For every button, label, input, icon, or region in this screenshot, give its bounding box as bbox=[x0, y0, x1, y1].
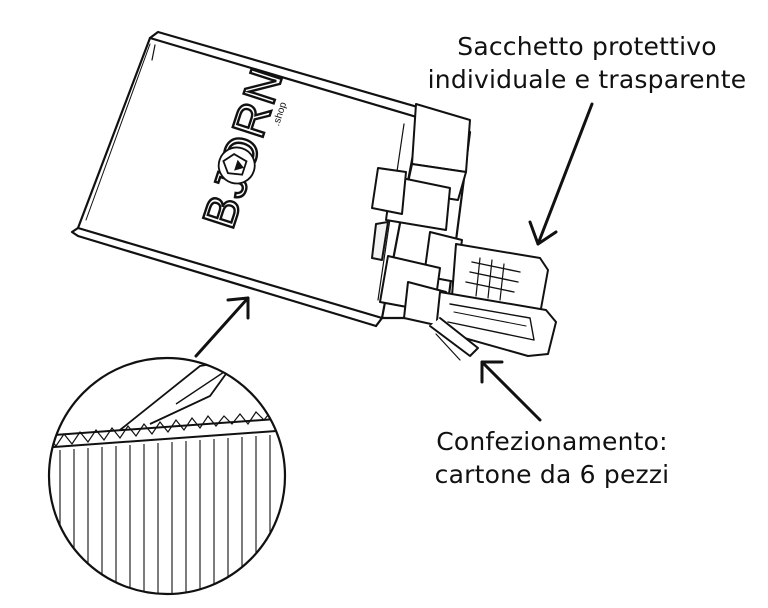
bagged-tools bbox=[429, 243, 557, 361]
arrow-to-box bbox=[194, 296, 250, 358]
arrow-to-pack bbox=[480, 360, 542, 422]
cardboard-dividers bbox=[371, 103, 471, 327]
magnifier-detail bbox=[47, 356, 287, 596]
arrow-to-bag bbox=[528, 102, 594, 246]
callout-bag-label: Sacchetto protettivo individuale e trasp… bbox=[422, 30, 752, 96]
callout-pack-line1: Confezionamento: bbox=[436, 427, 668, 456]
callout-pack-label: Confezionamento: cartone da 6 pezzi bbox=[402, 425, 702, 491]
bear-emblem bbox=[217, 146, 256, 185]
callout-pack-line2: cartone da 6 pezzi bbox=[434, 460, 670, 489]
magnifier-circle bbox=[47, 356, 287, 596]
callout-bag-line2: individuale e trasparente bbox=[427, 65, 747, 94]
arrows bbox=[194, 102, 594, 422]
callout-bag-line1: Sacchetto protettivo bbox=[457, 32, 717, 61]
